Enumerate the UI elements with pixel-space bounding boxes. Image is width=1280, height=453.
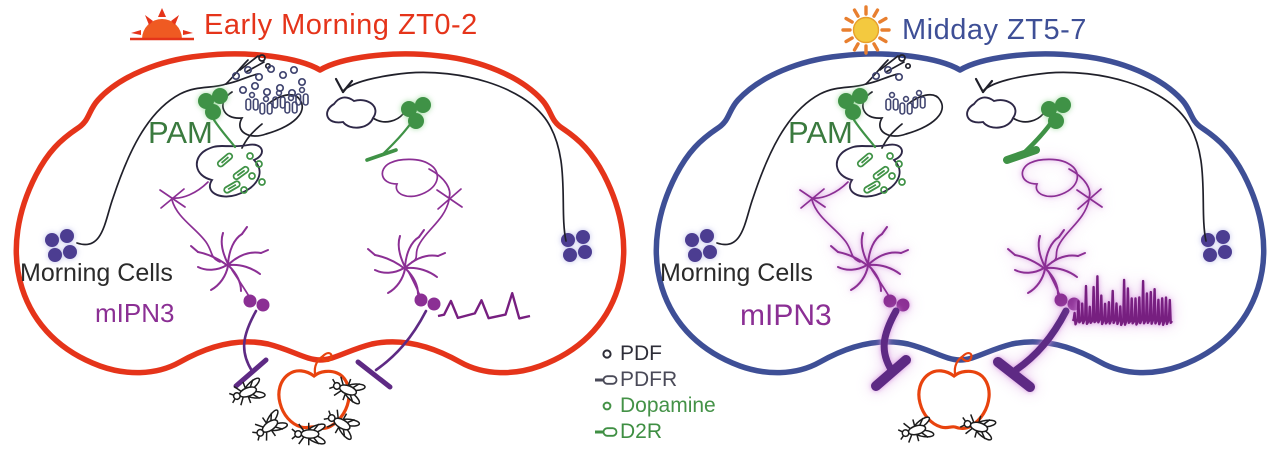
pdfr-receptors xyxy=(885,89,926,115)
legend-label: PDF xyxy=(620,342,662,365)
pdf-vesicle-icon xyxy=(602,349,612,359)
legend-label: Dopamine xyxy=(620,394,716,417)
mipn3-label: mIPN3 xyxy=(95,298,174,328)
pdf-vesicle xyxy=(894,72,904,82)
dopamine-vesicle-icon xyxy=(602,401,612,411)
brain-diagram-midday: PAM Morning Cells mIPN3 xyxy=(640,0,1280,447)
morning-cells-clusters xyxy=(685,229,1232,262)
pdfr-receptors xyxy=(245,86,309,115)
pdfr-receptor-icon xyxy=(259,95,273,115)
pdf-vesicle xyxy=(297,77,307,87)
midday-sun-icon xyxy=(841,5,891,55)
mipn3-inhibition-tbars xyxy=(233,309,428,390)
pdf-vesicles xyxy=(231,64,307,98)
morning-cells-label: Morning Cells xyxy=(20,259,173,287)
pdf-vesicle xyxy=(266,64,276,74)
pdf-vesicle xyxy=(254,72,264,82)
morning-cells-label: Morning Cells xyxy=(660,259,813,287)
legend-item-d2r: D2R xyxy=(594,419,716,445)
panel-title: Early Morning ZT0-2 xyxy=(204,8,478,41)
d2r-inhibition-tbar xyxy=(365,121,413,162)
legend-label: D2R xyxy=(620,420,663,443)
fly-icon xyxy=(226,374,268,411)
legend: PDF PDFR Dopamine D2R xyxy=(594,341,716,445)
spike-trace xyxy=(437,292,531,320)
pdf-vesicle xyxy=(871,71,881,81)
pam-label: PAM xyxy=(788,115,853,150)
morning-cells-clusters xyxy=(45,229,592,262)
mipn3-label: mIPN3 xyxy=(740,299,832,332)
sunrise-icon xyxy=(130,8,194,41)
legend-item-dopamine: Dopamine xyxy=(594,393,716,419)
d2r-receptor-icon xyxy=(595,427,618,437)
mipn3-neurons xyxy=(800,159,1102,311)
pdfr-receptor-icon xyxy=(595,375,618,385)
spike-trace xyxy=(1071,275,1173,327)
mipn3-neurons xyxy=(160,159,462,311)
brain-diagram-early-morning: PAM Morning Cells mIPN3 xyxy=(0,0,640,447)
pdf-vesicle xyxy=(278,70,288,80)
pdf-vesicle xyxy=(883,65,893,75)
pdf-vesicle xyxy=(238,85,248,95)
legend-item-pdfr: PDFR xyxy=(594,367,716,393)
pdfr-receptor-icon xyxy=(899,95,913,115)
panel-title-row: Early Morning ZT0-2 xyxy=(130,4,478,46)
fly-icon xyxy=(957,410,999,444)
panel-title-row: Midday ZT5-7 xyxy=(840,4,1087,56)
legend-item-pdf: PDF xyxy=(594,341,716,367)
mipn3-inhibition-tbars xyxy=(871,307,1070,392)
fly-icon xyxy=(319,403,363,444)
legend-label: PDFR xyxy=(620,368,678,391)
panel-early-morning: Early Morning ZT0-2 xyxy=(0,0,640,447)
panel-midday: Midday ZT5-7 PAM xyxy=(640,0,1280,453)
pdf-vesicle xyxy=(262,87,272,97)
pdf-vesicle xyxy=(250,81,260,91)
pdfr-receptor-icon xyxy=(885,91,899,111)
pdf-vesicle xyxy=(289,65,299,75)
pdfr-receptor-icon xyxy=(245,91,259,111)
d2r-inhibition-tbar xyxy=(1003,120,1054,164)
panel-title: Midday ZT5-7 xyxy=(902,13,1087,46)
fly-icon xyxy=(895,413,937,447)
pdf-vesicles xyxy=(871,65,904,82)
pdf-vesicle xyxy=(243,65,253,75)
pdf-vesicle xyxy=(231,71,241,81)
pam-label: PAM xyxy=(148,115,213,150)
